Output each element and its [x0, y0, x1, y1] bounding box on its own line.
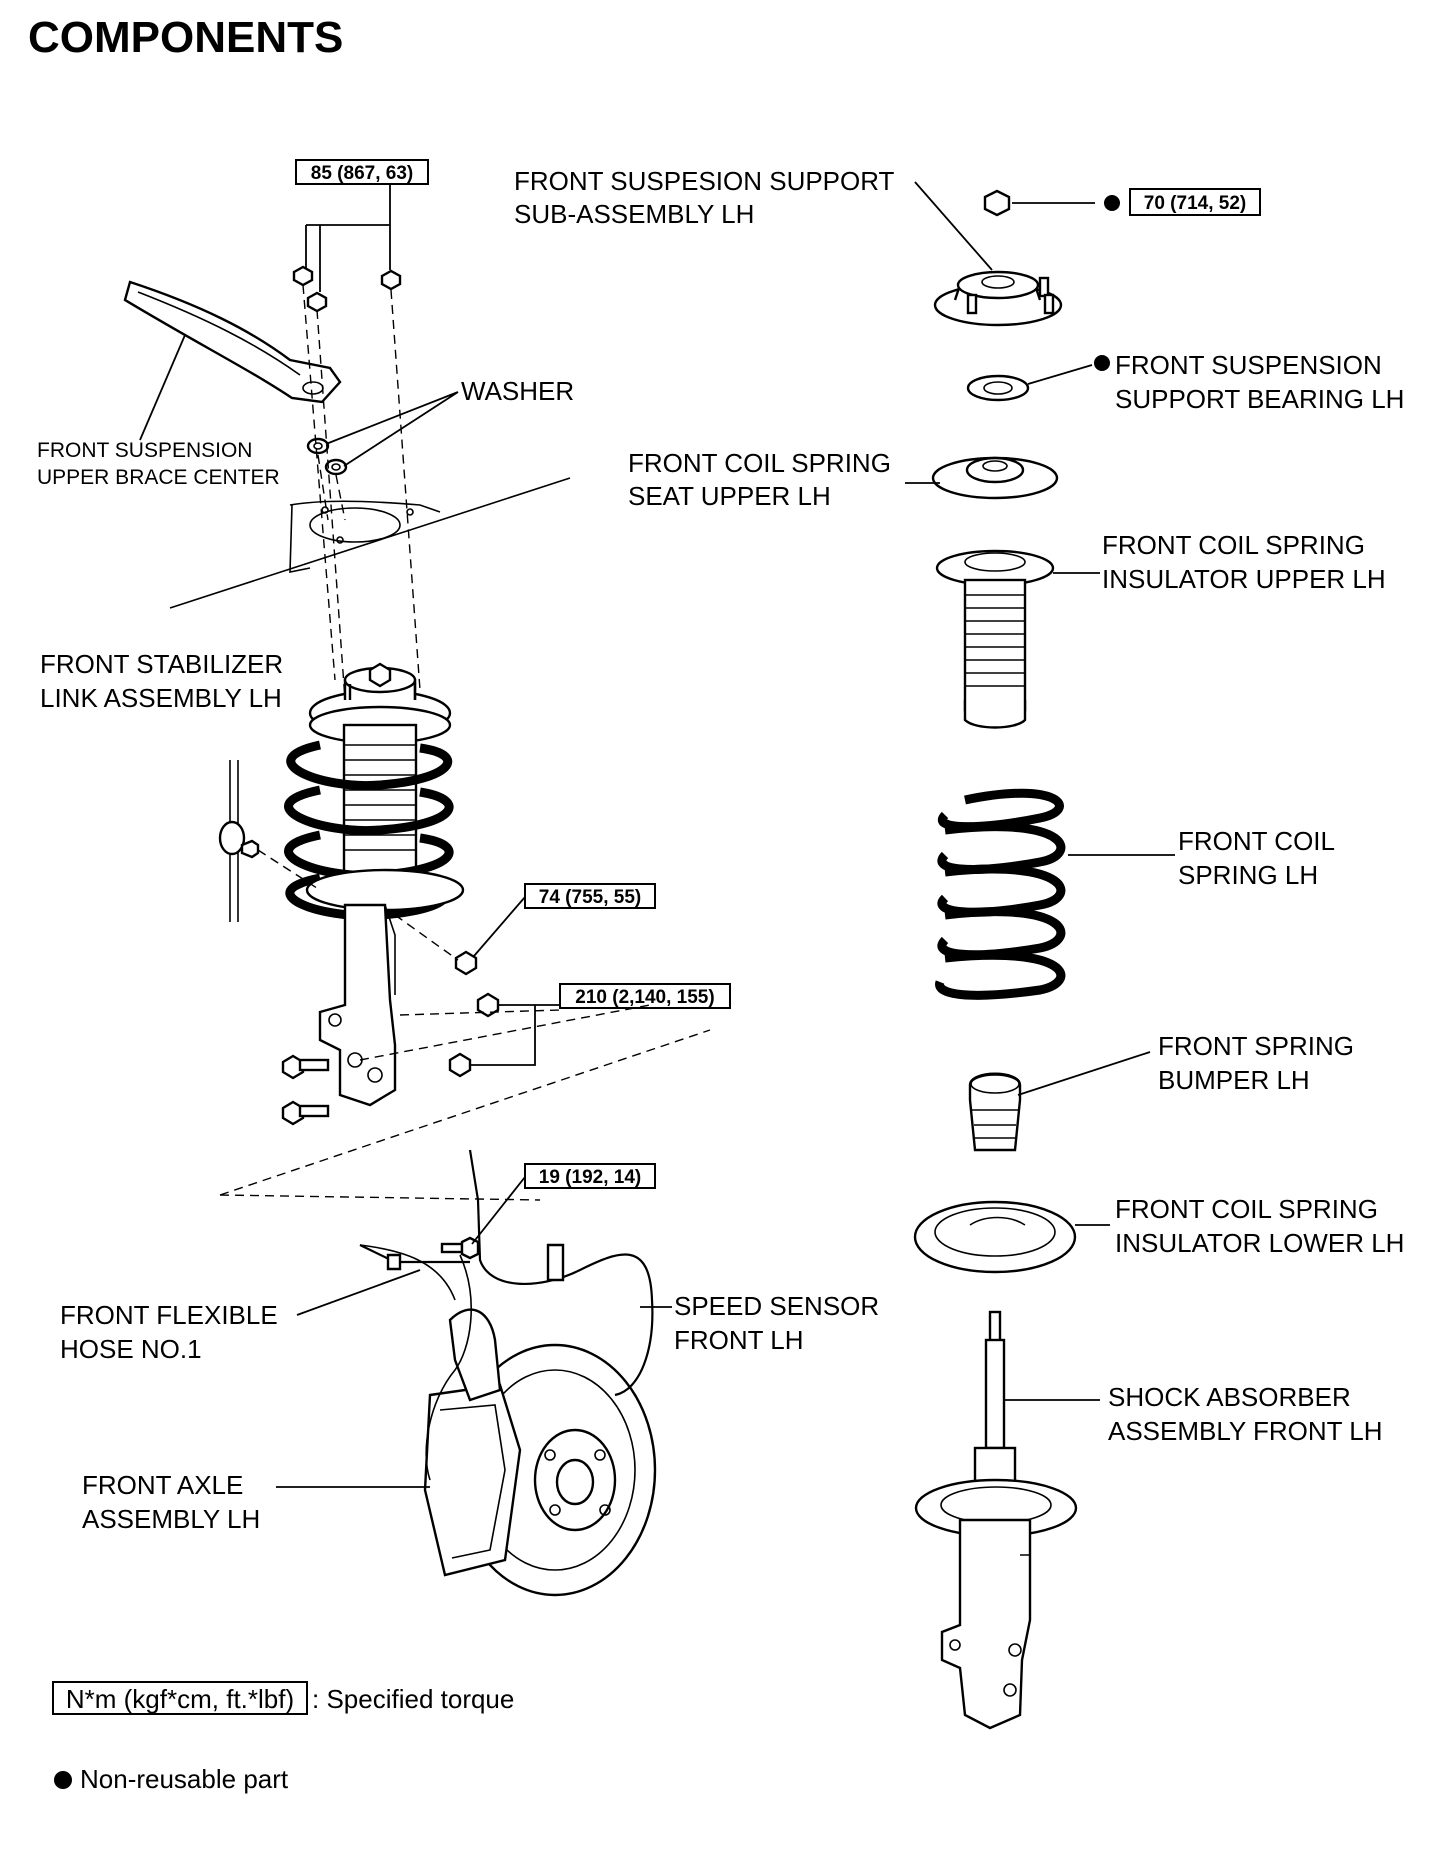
washer-icons	[306, 437, 348, 476]
speed-sensor-drawing	[468, 1149, 654, 1397]
svg-text:UPPER BRACE CENTER: UPPER BRACE CENTER	[37, 466, 280, 489]
svg-text:HOSE NO.1: HOSE NO.1	[60, 1334, 202, 1364]
svg-text:FRONT COIL SPRING: FRONT COIL SPRING	[1115, 1194, 1378, 1224]
label-washer: WASHER	[461, 376, 574, 406]
svg-text:INSULATOR LOWER LH: INSULATOR LOWER LH	[1115, 1228, 1404, 1258]
label-front-stabilizer-link: FRONT STABILIZER LINK ASSEMBLY LH	[40, 649, 283, 713]
svg-text:74 (755, 55): 74 (755, 55)	[539, 887, 641, 908]
label-front-suspension-upper-brace: FRONT SUSPENSION UPPER BRACE CENTER	[37, 439, 280, 489]
svg-text:N*m (kgf*cm, ft.*lbf): N*m (kgf*cm, ft.*lbf)	[66, 1684, 294, 1714]
label-front-suspension-support: FRONT SUSPESION SUPPORT SUB-ASSEMBLY LH	[514, 166, 895, 229]
knuckle-bolt-icons	[281, 992, 500, 1126]
svg-text:Non-reusable part: Non-reusable part	[80, 1764, 289, 1794]
label-front-coil-spring-insulator-lower: FRONT COIL SPRING INSULATOR LOWER LH	[1115, 1194, 1404, 1258]
svg-text:85 (867, 63): 85 (867, 63)	[311, 163, 413, 184]
svg-text:FRONT SUSPENSION: FRONT SUSPENSION	[1115, 350, 1382, 380]
label-front-axle: FRONT AXLE ASSEMBLY LH	[82, 1470, 260, 1534]
svg-text:FRONT LH: FRONT LH	[674, 1325, 804, 1355]
strut-assembly-drawing	[284, 662, 465, 1107]
torque-box-hose-bolt: 19 (192, 14)	[524, 1163, 656, 1189]
svg-text:BUMPER LH: BUMPER LH	[1158, 1065, 1310, 1095]
svg-text:FRONT AXLE: FRONT AXLE	[82, 1470, 243, 1500]
svg-text:FRONT COIL: FRONT COIL	[1178, 826, 1335, 856]
svg-text:210 (2,140, 155): 210 (2,140, 155)	[575, 987, 714, 1008]
svg-text:LINK ASSEMBLY LH: LINK ASSEMBLY LH	[40, 683, 282, 713]
stabilizer-link-drawing	[218, 760, 260, 922]
label-front-coil-spring-seat-upper: FRONT COIL SPRING SEAT UPPER LH	[628, 448, 891, 511]
svg-text:FRONT COIL SPRING: FRONT COIL SPRING	[1102, 530, 1365, 560]
svg-text:FRONT SPRING: FRONT SPRING	[1158, 1031, 1354, 1061]
label-front-suspension-support-bearing: FRONT SUSPENSION SUPPORT BEARING LH	[1115, 350, 1404, 414]
svg-text:SHOCK ABSORBER: SHOCK ABSORBER	[1108, 1382, 1351, 1412]
svg-text:: Specified torque: : Specified torque	[312, 1684, 514, 1714]
svg-text:SUPPORT BEARING LH: SUPPORT BEARING LH	[1115, 384, 1404, 414]
svg-text:ASSEMBLY FRONT LH: ASSEMBLY FRONT LH	[1108, 1416, 1383, 1446]
svg-text:19 (192, 14): 19 (192, 14)	[539, 1167, 641, 1188]
support-bearing-drawing	[966, 374, 1030, 402]
svg-text:SEAT UPPER LH: SEAT UPPER LH	[628, 481, 831, 511]
body-panel-drawing	[169, 477, 571, 609]
svg-text:FRONT COIL SPRING: FRONT COIL SPRING	[628, 448, 891, 478]
coil-spring-drawing	[935, 788, 1066, 1000]
svg-text:INSULATOR UPPER LH: INSULATOR UPPER LH	[1102, 564, 1386, 594]
label-shock-absorber: SHOCK ABSORBER ASSEMBLY FRONT LH	[1108, 1382, 1383, 1446]
suspension-support-drawing	[933, 270, 1063, 327]
page-title: COMPONENTS	[28, 13, 343, 62]
spring-bumper-drawing	[968, 1072, 1022, 1152]
svg-text:FRONT STABILIZER: FRONT STABILIZER	[40, 649, 283, 679]
svg-text:ASSEMBLY LH: ASSEMBLY LH	[82, 1504, 260, 1534]
label-front-coil-spring-insulator-upper: FRONT COIL SPRING INSULATOR UPPER LH	[1102, 530, 1386, 594]
legend-nonreusable: Non-reusable part	[54, 1764, 289, 1794]
svg-text:FRONT SUSPESION SUPPORT: FRONT SUSPESION SUPPORT	[514, 166, 895, 196]
nonreusable-mark-support-bearing	[1094, 355, 1110, 371]
brace-nut-icons	[292, 265, 402, 313]
front-axle-drawing	[359, 1244, 657, 1597]
spring-insulator-upper-drawing	[935, 549, 1055, 729]
shock-absorber-drawing	[914, 1310, 1078, 1730]
stabilizer-nut-icon	[454, 950, 478, 976]
svg-text:SUB-ASSEMBLY LH: SUB-ASSEMBLY LH	[514, 199, 754, 229]
svg-text:SPRING LH: SPRING LH	[1178, 860, 1318, 890]
nonreusable-mark-icon	[54, 1771, 72, 1789]
hose-bolt-icon	[440, 1236, 480, 1260]
torque-box-knuckle-bolts: 210 (2,140, 155)	[559, 983, 731, 1009]
label-speed-sensor: SPEED SENSOR FRONT LH	[674, 1291, 879, 1355]
spring-insulator-lower-drawing	[913, 1200, 1077, 1274]
svg-text:FRONT SUSPENSION: FRONT SUSPENSION	[37, 439, 252, 462]
svg-text:70 (714, 52): 70 (714, 52)	[1144, 193, 1246, 214]
label-front-spring-bumper: FRONT SPRING BUMPER LH	[1158, 1031, 1354, 1095]
nonreusable-mark-support-nut	[1104, 195, 1120, 211]
svg-text:FRONT FLEXIBLE: FRONT FLEXIBLE	[60, 1300, 278, 1330]
torque-box-stabilizer-nut: 74 (755, 55)	[524, 883, 656, 909]
label-front-flexible-hose: FRONT FLEXIBLE HOSE NO.1	[60, 1300, 278, 1364]
svg-text:SPEED SENSOR: SPEED SENSOR	[674, 1291, 879, 1321]
support-nut-icon	[983, 189, 1011, 217]
label-front-coil-spring: FRONT COIL SPRING LH	[1178, 826, 1335, 890]
torque-box-brace-nuts: 85 (867, 63)	[295, 159, 429, 185]
spring-seat-upper-drawing	[931, 456, 1059, 500]
flexible-hose-drawing	[359, 1244, 470, 1271]
legend-torque: N*m (kgf*cm, ft.*lbf) : Specified torque	[52, 1681, 514, 1715]
torque-box-support-nut: 70 (714, 52)	[1129, 188, 1261, 216]
svg-text:WASHER: WASHER	[461, 376, 574, 406]
